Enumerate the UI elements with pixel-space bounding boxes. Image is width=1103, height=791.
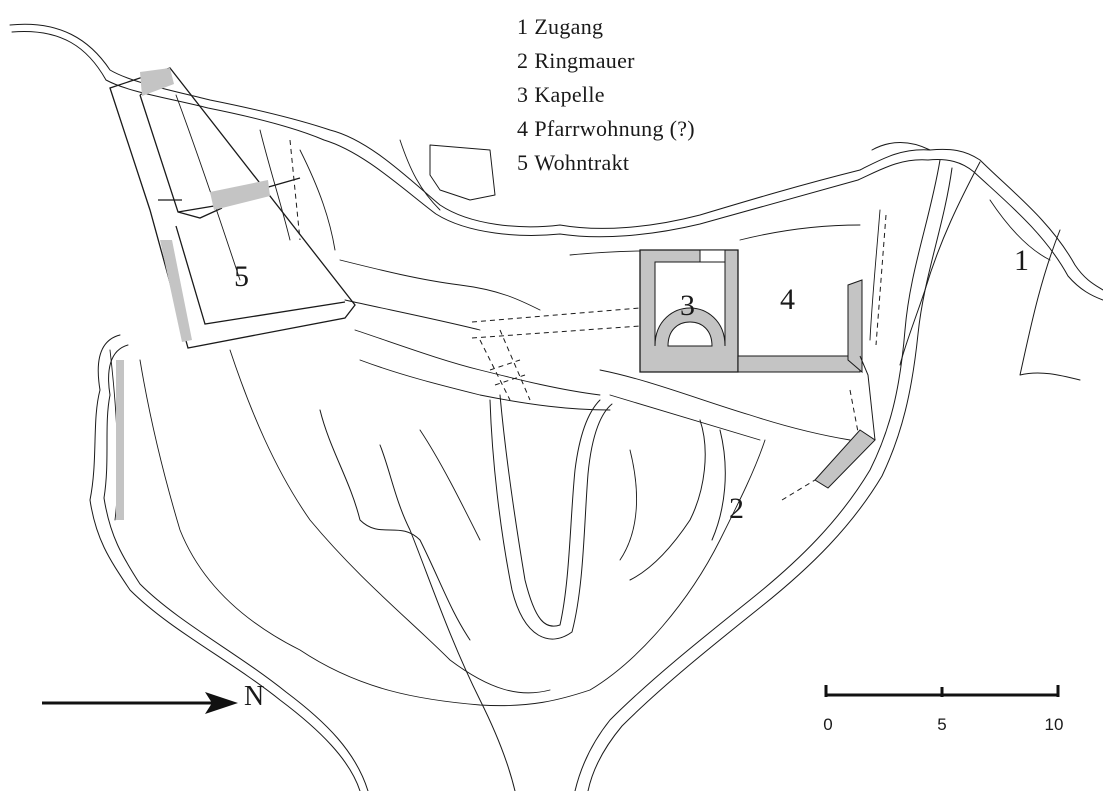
ringmauer-remnant [116,360,124,520]
rock-edge-right [574,159,1081,791]
rock-edge-left [89,334,369,791]
kapelle-walls [639,249,739,373]
tower-ruin-outline [429,144,496,201]
terrain-contours [109,94,1051,707]
marker-wohntrakt: 5 [234,260,249,293]
scale-bar [824,685,1060,697]
scale-label-0: 0 [823,715,833,734]
marker-kapelle: 3 [680,289,695,322]
central-ravine [319,394,726,791]
marker-zugang: 1 [1014,244,1029,277]
conjectured-walls [289,139,887,501]
scale-label-10: 10 [1044,715,1064,734]
boulder-outline [871,142,931,151]
north-arrow-icon [42,692,238,714]
marker-ringmauer: 2 [729,492,744,525]
north-label: N [244,681,265,712]
scale-label-5: 5 [937,715,947,734]
wohntrakt-walls [109,67,356,349]
pfarrwohnung-walls [737,279,876,489]
marker-pfarrwohnung: 4 [780,283,795,316]
wohntrakt-wall-fill [140,68,270,342]
cliff-edge-top [9,23,1103,301]
